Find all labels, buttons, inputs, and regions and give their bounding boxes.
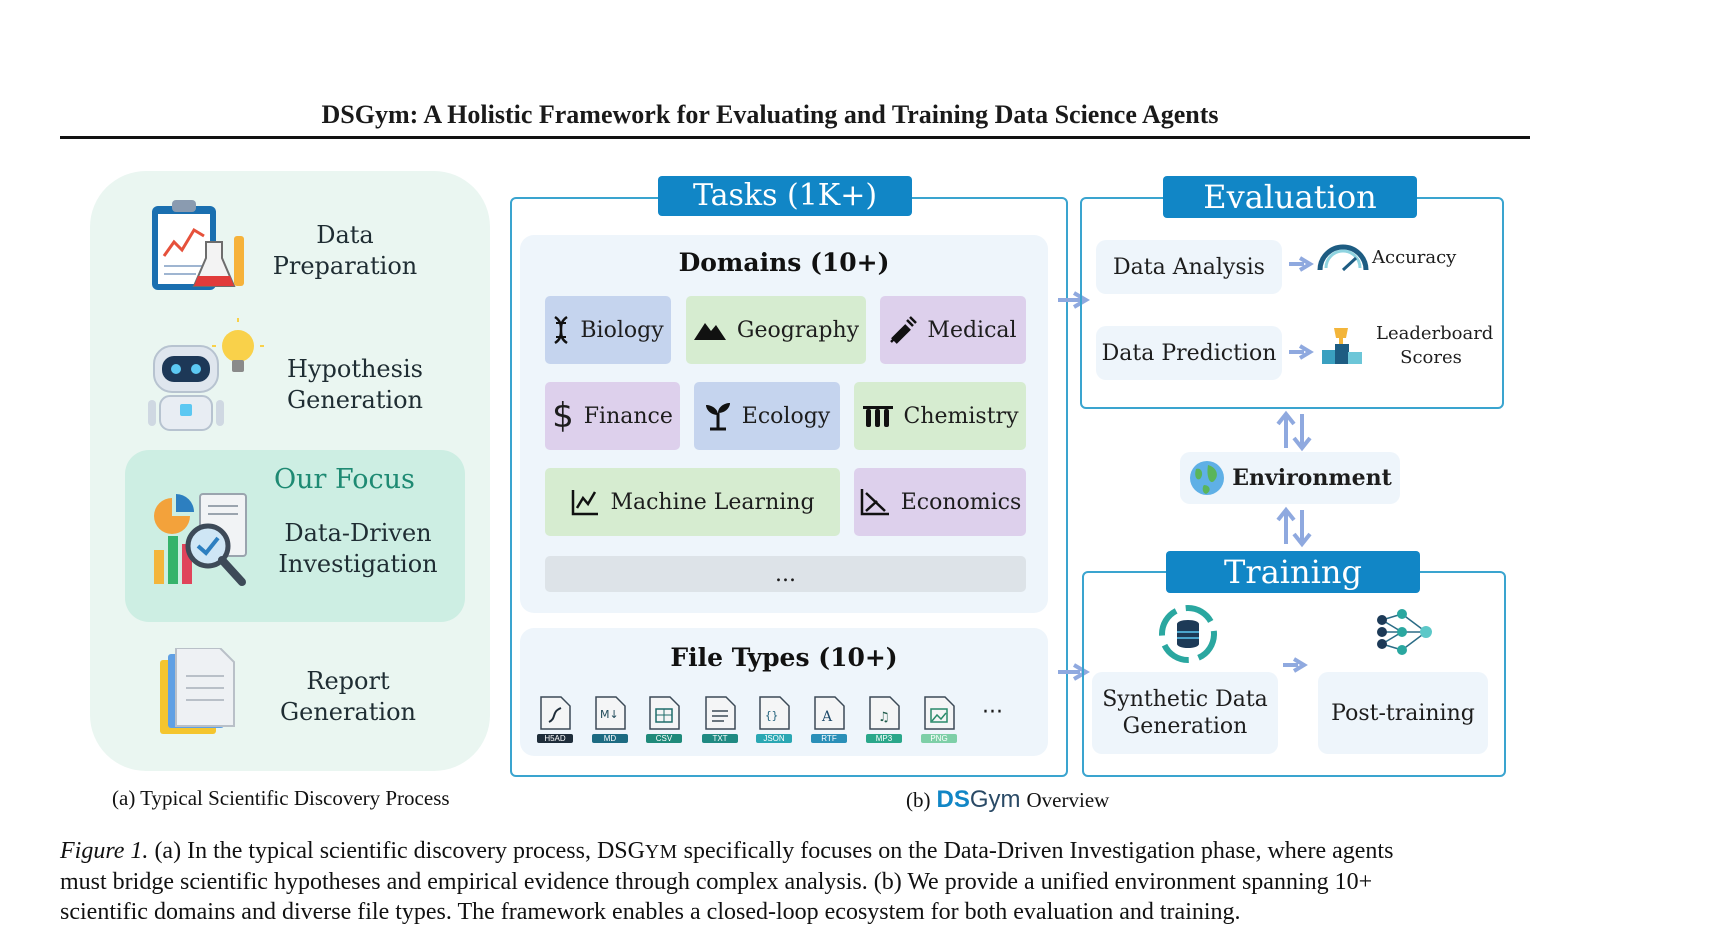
arrow-right-icon	[1289, 344, 1314, 360]
mp3-file-icon: ♫	[869, 696, 900, 730]
domain-medical: Medical	[880, 296, 1026, 364]
svg-text:A: A	[821, 709, 833, 725]
neural-network-icon	[1377, 609, 1432, 655]
file-h5ad: H5AD	[537, 696, 573, 743]
file-types-title: File Types (10+)	[670, 643, 898, 672]
file-types-more: ···	[982, 700, 1003, 725]
svg-text:M↓: M↓	[600, 708, 619, 721]
focus-label: Our Focus	[274, 464, 415, 495]
bidirectional-arrow-icon	[1276, 506, 1312, 548]
robot-lightbulb-icon	[148, 318, 264, 431]
dna-icon	[554, 315, 569, 345]
domain-chemistry: Chemistry	[854, 382, 1026, 450]
file-png: PNG	[921, 696, 957, 743]
svg-text:{}: {}	[765, 709, 778, 722]
evaluation-header: Evaluation	[1163, 176, 1417, 218]
svg-text:♫: ♫	[878, 710, 890, 725]
globe-icon	[1190, 461, 1225, 495]
arrow-right-icon	[1289, 256, 1314, 272]
file-md: M↓ MD	[592, 696, 628, 743]
domains-more: ...	[545, 556, 1026, 592]
mountain-icon	[693, 323, 726, 340]
analysis-magnifier-icon	[154, 493, 247, 586]
subcaption-a: (a) Typical Scientific Discovery Process	[112, 786, 450, 810]
domains-title: Domains (10+)	[678, 248, 890, 277]
syringe-icon	[890, 316, 918, 344]
txt-file-icon	[705, 696, 736, 730]
md-file-icon: M↓	[595, 696, 626, 730]
data-cycle-icon	[1159, 605, 1217, 663]
gauge-icon	[1317, 244, 1369, 272]
domain-economics: Economics	[854, 468, 1026, 536]
arrow-right-icon	[1283, 657, 1308, 673]
png-file-icon	[924, 696, 955, 730]
dsgym-logo-gym: Gym	[969, 786, 1021, 813]
sprout-icon	[705, 403, 730, 431]
rtf-file-icon: A	[814, 696, 845, 730]
paper-title: DSGym: A Holistic Framework for Evaluati…	[321, 100, 1219, 129]
figure-caption: Figure 1. (a) In the typical scientific …	[60, 838, 1394, 925]
domain-biology: Biology	[545, 296, 671, 364]
supply-demand-icon	[860, 489, 889, 516]
file-json: {} JSON	[756, 696, 792, 743]
training-post-training: Post-training	[1318, 672, 1488, 754]
dollar-icon: $	[552, 396, 574, 436]
domain-geography: Geography	[686, 296, 866, 364]
focus-box	[125, 450, 465, 622]
arrow-to-evaluation-icon	[1058, 291, 1090, 309]
file-mp3: ♫ MP3	[866, 696, 902, 743]
domain-ecology: Ecology	[694, 382, 840, 450]
test-tubes-icon	[862, 406, 893, 427]
dsgym-logo-ds: DS	[936, 786, 970, 813]
leaderboard-podium-icon	[1322, 328, 1362, 364]
eval-data-analysis: Data Analysis	[1096, 240, 1282, 294]
eval-data-prediction: Data Prediction	[1096, 326, 1282, 380]
file-csv: CSV	[646, 696, 682, 743]
domain-finance: $ Finance	[545, 382, 680, 450]
training-header: Training	[1166, 551, 1420, 593]
arrow-to-training-icon	[1058, 663, 1090, 681]
file-txt: TXT	[702, 696, 738, 743]
file-rtf: A RTF	[811, 696, 847, 743]
h5ad-file-icon	[540, 696, 571, 730]
environment-box: Environment	[1180, 452, 1400, 504]
bidirectional-arrow-icon	[1276, 410, 1312, 452]
clipboard-chart-icon	[152, 200, 244, 290]
tasks-header: Tasks (1K+)	[658, 176, 912, 216]
csv-file-icon	[649, 696, 680, 730]
metric-accuracy: Accuracy	[1372, 247, 1457, 268]
json-file-icon: {}	[759, 696, 790, 730]
title-rule	[60, 136, 1530, 139]
line-chart-icon	[572, 490, 599, 516]
domain-machine-learning: Machine Learning	[545, 468, 840, 536]
report-document-icon	[160, 648, 235, 734]
